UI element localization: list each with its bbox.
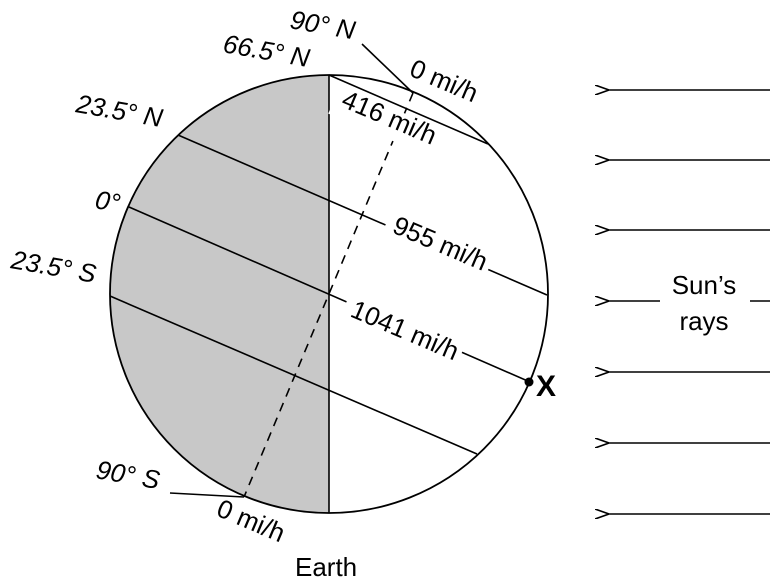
equator-line: [128, 206, 531, 383]
label-tropic-capricorn: 23.5° S: [8, 244, 99, 289]
arctic-circle-line: [328, 74, 489, 145]
label-tropic-cancer: 23.5° N: [73, 88, 165, 133]
earth-night-side: [110, 75, 329, 513]
label-equator: 0°: [93, 184, 123, 218]
sun-rays-label-line2: rays: [679, 306, 728, 336]
point-x-dot: [524, 377, 534, 387]
earth: [109, 74, 549, 514]
rotation-axis: [243, 92, 414, 498]
earth-label: Earth: [295, 552, 357, 579]
label-north-pole: 90° N: [288, 4, 358, 45]
sun-rays: [608, 90, 770, 514]
south-pole-leader: [169, 492, 245, 498]
north-pole-leader: [361, 43, 414, 94]
sun-rays-label-line1: Sun’s: [672, 270, 737, 300]
leader-lines: [169, 43, 414, 498]
label-south-pole: 90° S: [94, 454, 163, 495]
point-x-label: X: [536, 370, 556, 403]
tropic-of-capricorn-line: [109, 295, 478, 455]
